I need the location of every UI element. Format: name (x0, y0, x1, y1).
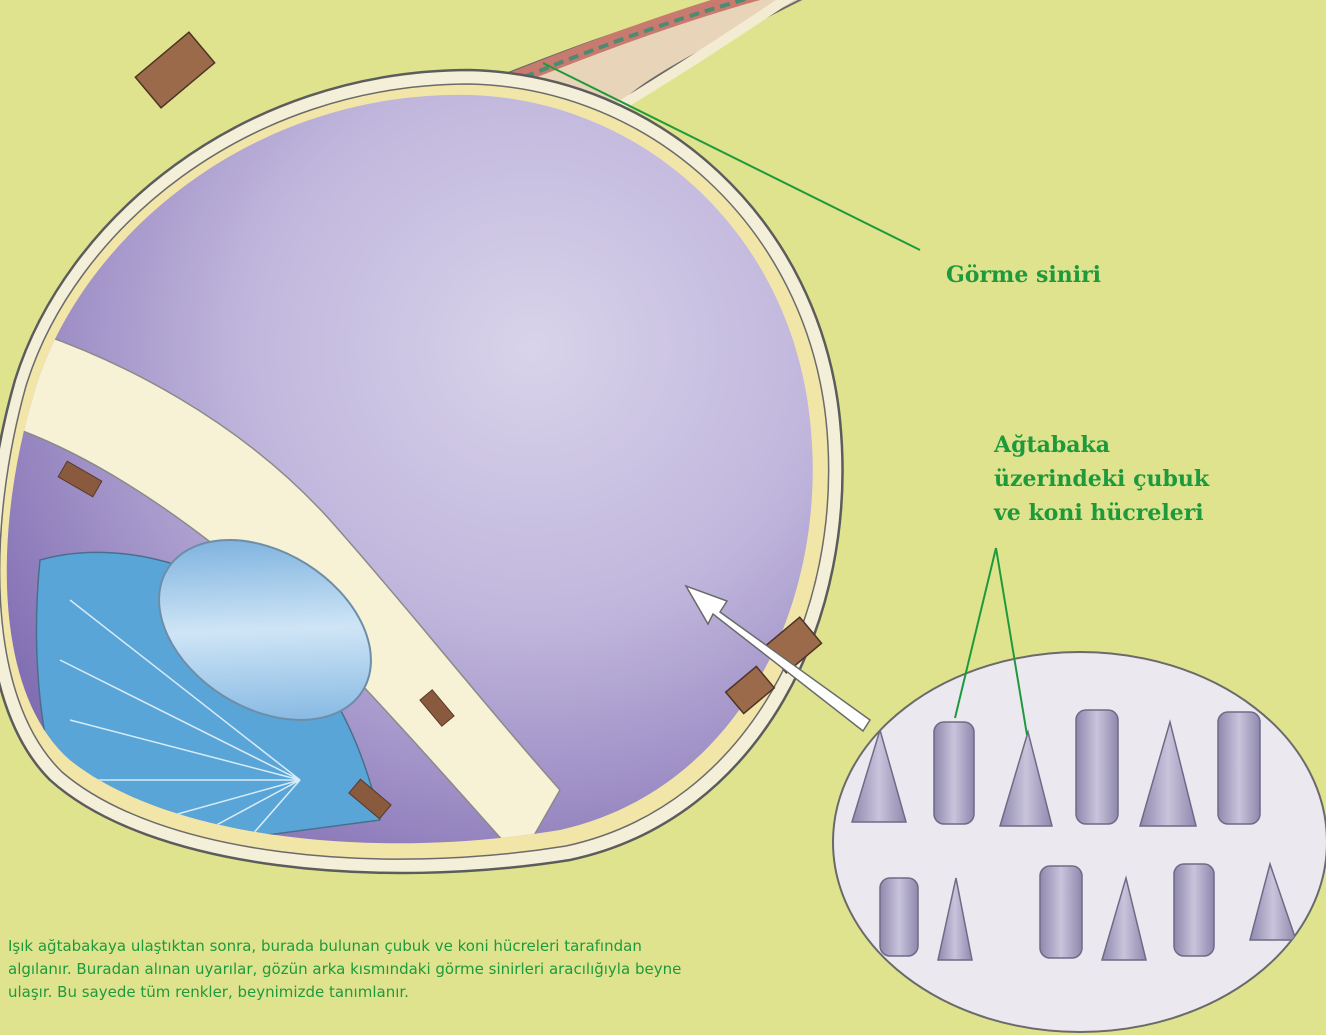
retina-label-line-3: ve koni hücreleri (994, 496, 1209, 530)
caption-line-1: Işık ağtabakaya ulaştıktan sonra, burada… (8, 935, 828, 958)
rod-cell (934, 722, 974, 824)
rod-cell (1040, 866, 1082, 958)
rod-cell (1218, 712, 1260, 824)
rod-cell (1174, 864, 1214, 956)
retina-label-line-1: Ağtabaka (994, 428, 1209, 462)
optic-nerve-label: Görme siniri (946, 258, 1101, 292)
retina-cells-label: Ağtabaka üzerindeki çubuk ve koni hücrel… (994, 428, 1209, 530)
rod-cell (1076, 710, 1118, 824)
retina-closeup (833, 652, 1326, 1032)
retina-label-line-2: üzerindeki çubuk (994, 462, 1209, 496)
rod-cell (880, 878, 918, 956)
caption: Işık ağtabakaya ulaştıktan sonra, burada… (8, 935, 828, 1004)
caption-line-3: ulaşır. Bu sayede tüm renkler, beynimizd… (8, 981, 828, 1004)
caption-line-2: algılanır. Buradan alınan uyarılar, gözü… (8, 958, 828, 981)
